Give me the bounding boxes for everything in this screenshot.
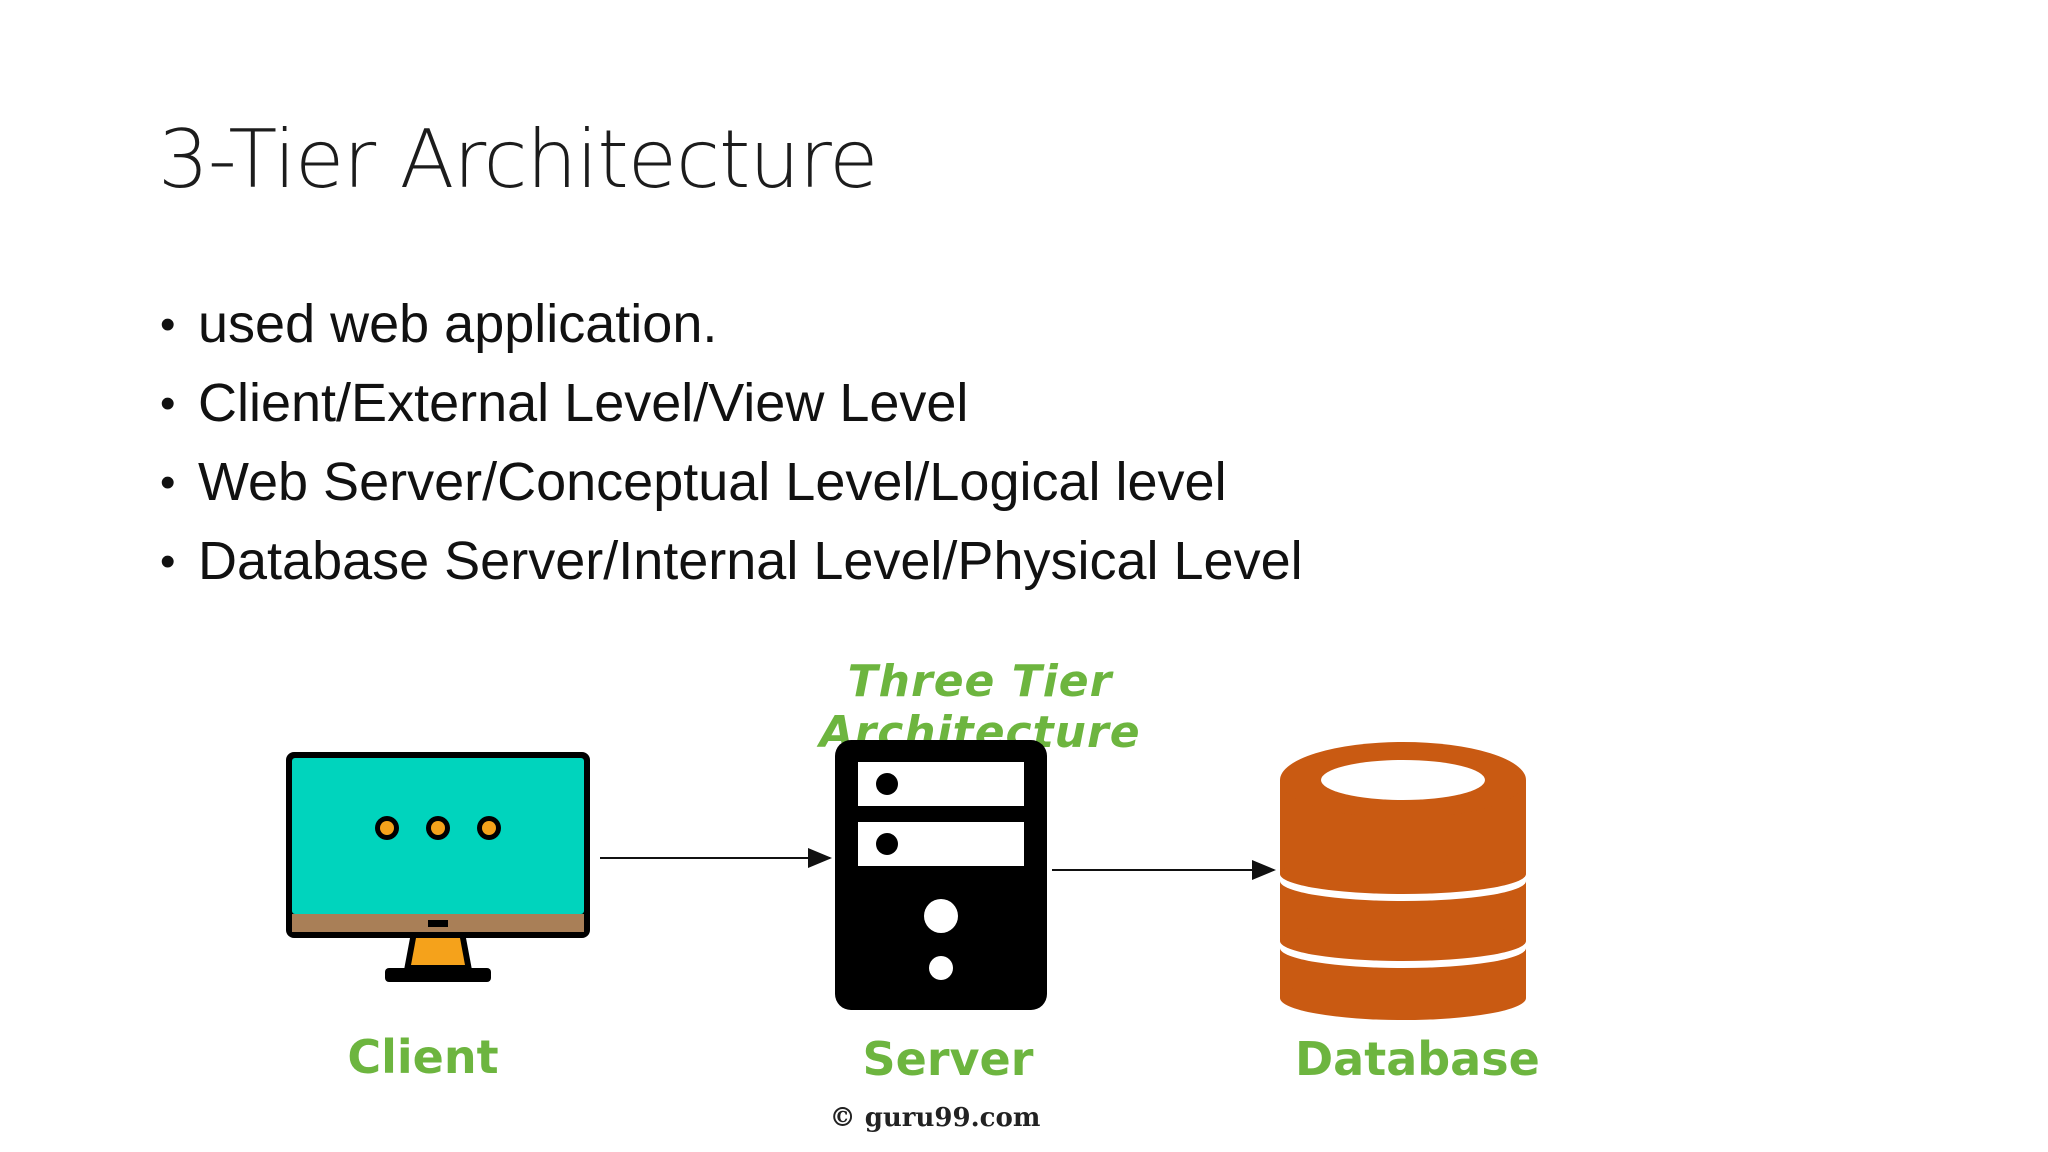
diagram-artwork	[286, 740, 1526, 1020]
bullet-item: • Client/External Level/View Level	[158, 364, 1303, 443]
bullet-text: Web Server/Conceptual Level/Logical leve…	[198, 452, 1227, 512]
bullet-list: • used web application. • Client/External …	[158, 285, 1303, 601]
bullet-text: Client/External Level/View Level	[198, 373, 969, 433]
bullet-item: • Database Server/Internal Level/Physical…	[158, 522, 1303, 601]
bullet-dot: •	[160, 379, 176, 428]
architecture-diagram: Three Tier Architecture	[250, 640, 1570, 1150]
bullet-item: • Web Server/Conceptual Level/Logical lev…	[158, 443, 1303, 522]
copyright-credit: © guru99.com	[829, 1103, 1041, 1133]
bullet-dot: •	[160, 537, 176, 586]
diagram-title: Three Tier Architecture	[819, 656, 1141, 758]
server-label: Server	[862, 1032, 1034, 1086]
slide-title: 3-Tier Architecture	[158, 113, 878, 206]
database-icon	[1280, 742, 1526, 1020]
bullet-text: used web application.	[198, 294, 718, 354]
bullet-dot: •	[160, 458, 176, 507]
bullet-dot: •	[160, 300, 176, 349]
monitor-icon	[286, 752, 590, 982]
server-tower-icon	[835, 740, 1047, 1010]
bullet-item: • used web application.	[158, 285, 1303, 364]
database-label: Database	[1295, 1032, 1540, 1086]
client-label: Client	[347, 1030, 499, 1084]
bullet-text: Database Server/Internal Level/Physical …	[198, 531, 1303, 591]
